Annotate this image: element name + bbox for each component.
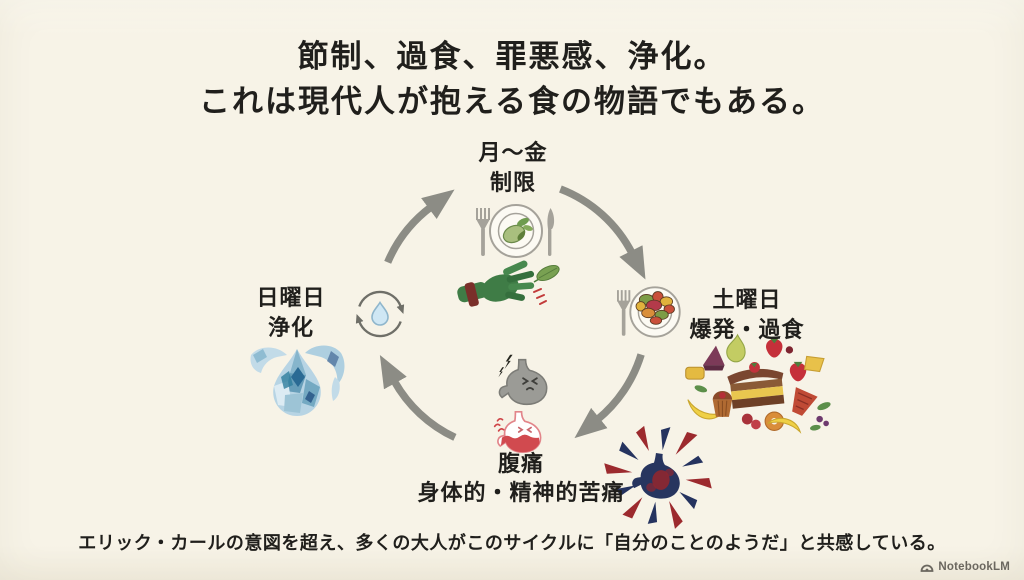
avocado-icon — [502, 217, 533, 244]
caption: エリック・カールの意図を超え、多くの大人がこのサイクルに「自分のことのようだ」と… — [78, 533, 946, 553]
stomach-collage-illustration — [604, 425, 712, 529]
lightning-icon — [498, 354, 513, 378]
notebooklm-logo-icon — [920, 564, 934, 572]
stage-binge-period: 土曜日 — [712, 287, 782, 312]
cake-slice-icon — [727, 361, 785, 409]
stage-pain-symptom: 腹痛 — [497, 451, 545, 476]
arrow-right-to-bottom — [574, 353, 645, 439]
food-pile-illustration — [685, 333, 831, 434]
title-line-1: 節制、過食、罪悪感、浄化。 — [297, 39, 727, 74]
stage-binge-action: 爆発・過食 — [689, 317, 805, 342]
overflowing-plate-icon — [616, 286, 681, 338]
arrow-top-to-right — [559, 185, 646, 280]
watermark: NotebookLM — [920, 561, 1010, 573]
heaped-food — [635, 291, 675, 325]
water-drop-collage-illustration — [250, 345, 345, 416]
stage-purge-action: 浄化 — [267, 315, 315, 340]
aching-stomach-icon — [498, 354, 548, 406]
slide-title: 節制、過食、罪悪感、浄化。 これは現代人が抱える食の物語でもある。 — [199, 34, 825, 124]
watermark-brand: NotebookLM — [938, 561, 1010, 573]
arrow-left-to-top — [384, 189, 455, 264]
leaf-icon — [533, 264, 560, 283]
cupcake-icon — [712, 391, 733, 417]
stage-label-restriction: 月〜金 制限 — [478, 138, 547, 198]
title-line-2: これは現代人が抱える食の物語でもある。 — [198, 84, 826, 119]
stage-restriction-action: 制限 — [489, 170, 537, 195]
stage-purge-period: 日曜日 — [256, 285, 326, 310]
hand-holding-leaf-icon — [457, 260, 560, 307]
stage-label-binge: 土曜日 爆発・過食 — [689, 285, 804, 345]
pain-marks — [493, 417, 505, 432]
stage-restriction-period: 月〜金 — [478, 140, 548, 165]
stage-label-pain: 腹痛 身体的・精神的苦痛 — [417, 449, 624, 507]
arrow-bottom-to-left — [379, 355, 457, 441]
motion-marks — [533, 288, 547, 305]
cycle-arrows — [379, 185, 646, 441]
stage-pain-detail: 身体的・精神的苦痛 — [417, 480, 625, 505]
healthy-plate-icon — [476, 204, 555, 258]
water-cycle-icon — [355, 290, 405, 338]
stage-label-purge: 日曜日 浄化 — [256, 283, 325, 343]
